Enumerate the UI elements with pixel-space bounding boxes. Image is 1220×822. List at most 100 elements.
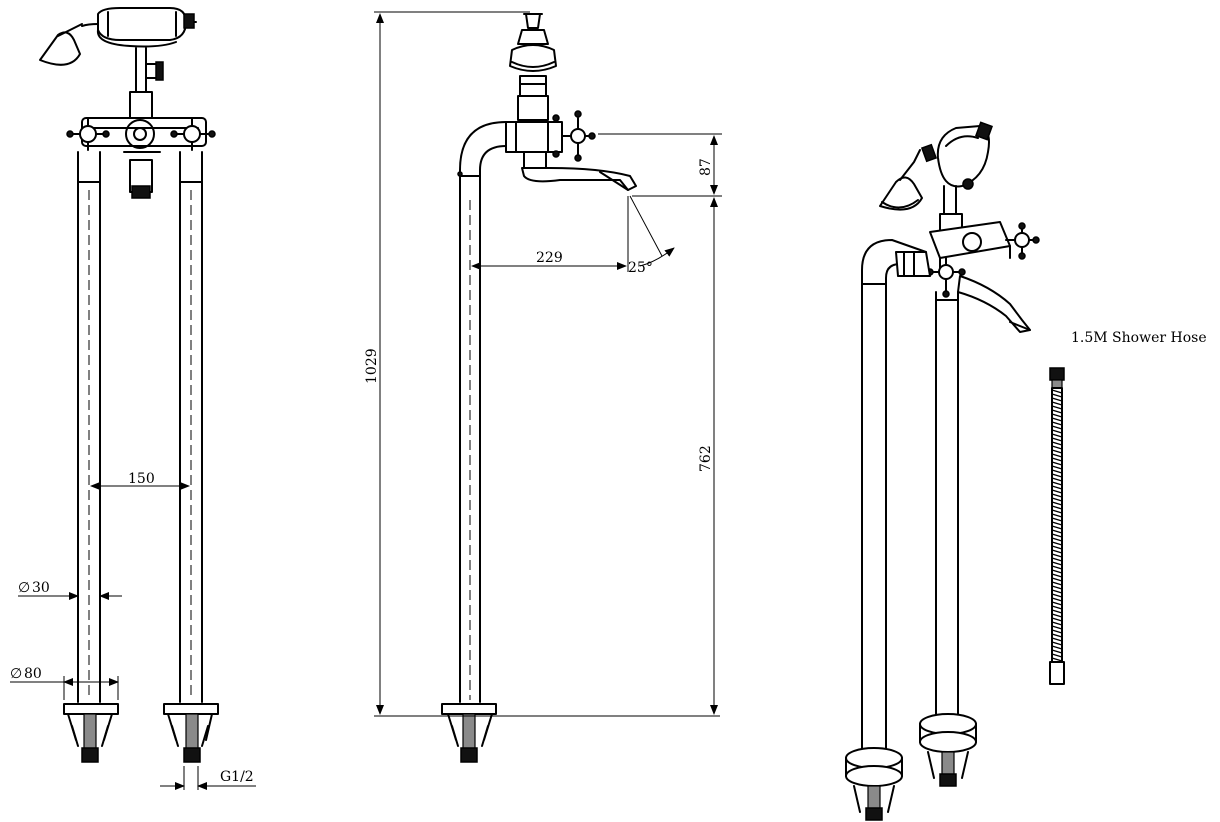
front-mixer-body (66, 117, 216, 199)
hose-coil-line (1051, 613, 1063, 618)
shower-hose: 1.5M Shower Hose (1049, 330, 1207, 685)
hose-coil-line (1051, 625, 1063, 630)
dim-spout-height-label: 762 (698, 445, 714, 472)
hose-coil-line (1051, 553, 1063, 558)
hose-coil-line (1051, 653, 1063, 658)
hose-coil-line (1051, 589, 1063, 594)
dim-pipe-diameter-label: 30 (32, 580, 50, 596)
hose-coil-line (1051, 409, 1063, 414)
dimension-total-height: 1029 (364, 11, 720, 717)
hose-coil-line (1051, 405, 1063, 410)
hose-coil-line (1051, 417, 1063, 422)
dimension-pipe-diameter: ∅ 30 (18, 580, 122, 600)
hose-coil-line (1051, 393, 1063, 398)
front-pipes (77, 151, 203, 703)
hose-coil-line (1051, 557, 1063, 562)
hose-coil-line (1051, 461, 1063, 466)
side-pipe (457, 121, 507, 703)
dim-spout-drop-label: 87 (698, 158, 714, 176)
hose-coil-line (1051, 525, 1063, 530)
dimension-spout-reach: 229 (471, 196, 629, 272)
hose-coil-line (1051, 465, 1063, 470)
hose-coil-line (1051, 433, 1063, 438)
hose-coil-line (1051, 573, 1063, 578)
hose-coil-line (1051, 509, 1063, 514)
hose-coil-line (1051, 641, 1063, 646)
hose-coil-line (1051, 489, 1063, 494)
hose-coil-line (1051, 505, 1063, 510)
dim-spout-reach-label: 229 (536, 250, 563, 266)
front-handset (39, 7, 197, 66)
side-shower-head (509, 13, 557, 121)
hose-coil-line (1051, 549, 1063, 554)
perspective-pipes (861, 239, 959, 757)
hose-coil-line (1051, 533, 1063, 538)
hose-coil-line (1051, 601, 1063, 606)
perspective-mixer-body (926, 221, 1040, 333)
hose-label: 1.5M Shower Hose (1071, 330, 1207, 346)
hose-coil-line (1051, 493, 1063, 498)
hose-coil-line (1051, 449, 1063, 454)
hose-coil-line (1051, 633, 1063, 638)
hose-coil-line (1051, 529, 1063, 534)
hose-coil-line (1051, 585, 1063, 590)
hose-coil-line (1051, 429, 1063, 434)
hose-coil-line (1051, 637, 1063, 642)
hose-coil-line (1051, 501, 1063, 506)
diameter-symbol-2: ∅ (10, 666, 22, 682)
hose-coil-line (1051, 477, 1063, 482)
hose-coil-line (1051, 565, 1063, 570)
front-view: 150 ∅ 30 ∅ 80 G1/2 (10, 7, 256, 790)
dimension-base-diameter: ∅ 80 (10, 666, 119, 700)
dimension-thread: G1/2 (160, 766, 256, 790)
hose-coil-line (1051, 497, 1063, 502)
hose-coil-line (1051, 609, 1063, 614)
hose-coil-line (1051, 541, 1063, 546)
hose-coil-line (1051, 473, 1063, 478)
perspective-handset (879, 121, 993, 233)
dim-thread-label: G1/2 (220, 769, 254, 785)
hose-coils (1051, 389, 1063, 662)
hose-coil-line (1051, 401, 1063, 406)
hose-coil-line (1051, 441, 1063, 446)
hose-coil-line (1051, 413, 1063, 418)
dimension-spout-drop: 87 (598, 133, 722, 197)
hose-coil-line (1051, 649, 1063, 654)
side-view: 1029 87 762 229 25° (364, 11, 722, 763)
hose-coil-line (1051, 457, 1063, 462)
hose-coil-line (1051, 569, 1063, 574)
diameter-symbol: ∅ (18, 580, 30, 596)
hose-coil-line (1051, 421, 1063, 426)
hose-coil-line (1051, 597, 1063, 602)
side-spout (521, 167, 637, 191)
perspective-view (845, 121, 1040, 821)
hose-coil-line (1051, 445, 1063, 450)
hose-coil-line (1051, 593, 1063, 598)
dim-spacing-label: 150 (128, 471, 155, 487)
hose-coil-line (1051, 617, 1063, 622)
hose-coil-line (1051, 561, 1063, 566)
hose-coil-line (1051, 537, 1063, 542)
hose-coil-line (1051, 397, 1063, 402)
hose-coil-line (1051, 485, 1063, 490)
hose-coil-line (1051, 469, 1063, 474)
hose-coil-line (1051, 605, 1063, 610)
hose-coil-line (1051, 577, 1063, 582)
dimension-spout-angle: 25° (628, 195, 675, 276)
hose-coil-line (1051, 481, 1063, 486)
front-bases (63, 703, 219, 763)
hose-coil-line (1051, 521, 1063, 526)
hose-coil-line (1051, 629, 1063, 634)
dim-total-height-label: 1029 (364, 348, 380, 384)
hose-coil-line (1051, 545, 1063, 550)
perspective-bases (845, 713, 977, 821)
dimension-spout-height: 762 (698, 197, 718, 715)
hose-coil-line (1051, 621, 1063, 626)
dim-base-diameter-label: 80 (24, 666, 42, 682)
side-mixer-body (505, 110, 596, 169)
hose-coil-line (1051, 425, 1063, 430)
hose-coil-line (1051, 517, 1063, 522)
hose-coil-line (1051, 389, 1063, 394)
dim-spout-angle-label: 25° (628, 260, 653, 276)
